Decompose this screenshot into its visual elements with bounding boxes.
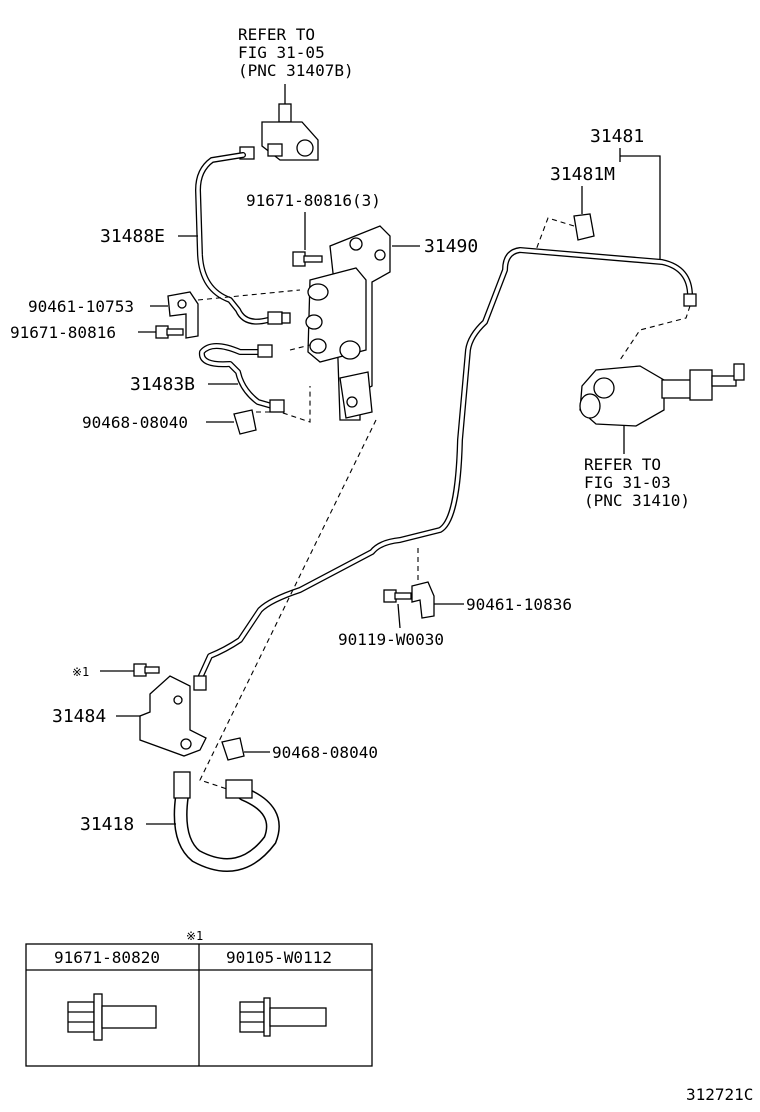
clip-31481m <box>573 213 595 241</box>
refer-top-line1: REFER TO <box>238 25 315 44</box>
pipe-31481 <box>193 247 697 691</box>
bolt-91671-80816-3 <box>292 251 323 267</box>
label-31488e: 31488E <box>100 226 165 247</box>
bolt-table: ※1 91671-80820 90105-W0112 <box>25 929 373 1067</box>
label-90468-08040-upper: 90468-08040 <box>82 413 188 432</box>
refer-right-line1: REFER TO <box>584 455 661 474</box>
table-header-1: 91671-80820 <box>54 948 160 967</box>
label-90468-08040-lower: 90468-08040 <box>272 743 378 762</box>
label-91671-80816: 91671-80816 <box>10 323 116 342</box>
pipe-union <box>239 103 319 161</box>
figure-id: 312721C <box>686 1085 753 1104</box>
note-mark: ※1 <box>72 665 89 679</box>
label-90461-10836: 90461-10836 <box>466 595 572 614</box>
label-90119-w0030: 90119-W0030 <box>338 630 444 649</box>
table-mark: ※1 <box>186 929 203 943</box>
bolt-90105-w0112-icon <box>239 997 327 1037</box>
bolt-90119-w0030 <box>383 589 412 603</box>
bolt-note-1 <box>133 663 160 677</box>
clamp-90461-10753 <box>167 291 199 339</box>
label-90461-10753: 90461-10753 <box>28 297 134 316</box>
master-cylinder <box>579 363 745 427</box>
label-31481: 31481 <box>590 126 644 147</box>
refer-top-line3: (PNC 31407B) <box>238 61 354 80</box>
label-31490: 31490 <box>424 236 478 257</box>
refer-right-line3: (PNC 31410) <box>584 491 690 510</box>
label-31484: 31484 <box>52 706 106 727</box>
label-31481m: 31481M <box>550 164 615 185</box>
clip-90468-08040-upper <box>233 409 257 435</box>
label-31483b: 31483B <box>130 374 195 395</box>
pipe-31483b <box>198 343 285 413</box>
bolt-91671-80820-icon <box>67 993 157 1041</box>
clamp-90461-10836 <box>411 581 435 619</box>
pipe-31488e <box>195 152 291 325</box>
label-91671-80816-3: 91671-80816(3) <box>246 191 381 210</box>
label-31418: 31418 <box>80 814 134 835</box>
bracket-31490 <box>305 225 391 421</box>
refer-top-line2: FIG 31-05 <box>238 43 325 62</box>
bolt-91671-80816 <box>155 325 184 339</box>
table-header-2: 90105-W0112 <box>226 948 332 967</box>
clip-90468-08040-lower <box>221 737 245 761</box>
bracket-31484 <box>139 675 207 757</box>
refer-right-line2: FIG 31-03 <box>584 473 671 492</box>
hose-31418 <box>173 771 280 872</box>
